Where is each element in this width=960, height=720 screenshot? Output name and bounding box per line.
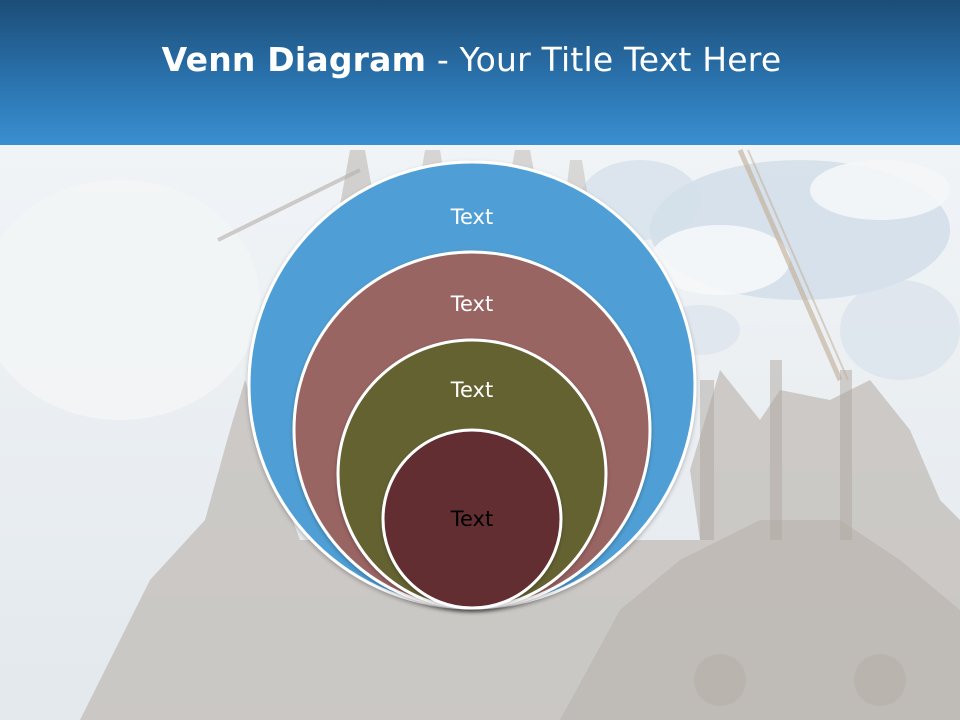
circle-second-label[interactable]: Text — [450, 292, 494, 316]
circle-inner-label[interactable]: Text — [450, 507, 494, 531]
title-bold: Venn Diagram — [161, 40, 427, 79]
title-rest: - Your Title Text Here — [426, 40, 782, 79]
slide-title[interactable]: Venn Diagram - Your Title Text Here — [0, 40, 943, 79]
circle-inner[interactable] — [381, 428, 563, 610]
circle-outer-label[interactable]: Text — [450, 205, 494, 229]
title-bar: Venn Diagram - Your Title Text Here — [0, 0, 960, 145]
circle-third-label[interactable]: Text — [450, 378, 494, 402]
